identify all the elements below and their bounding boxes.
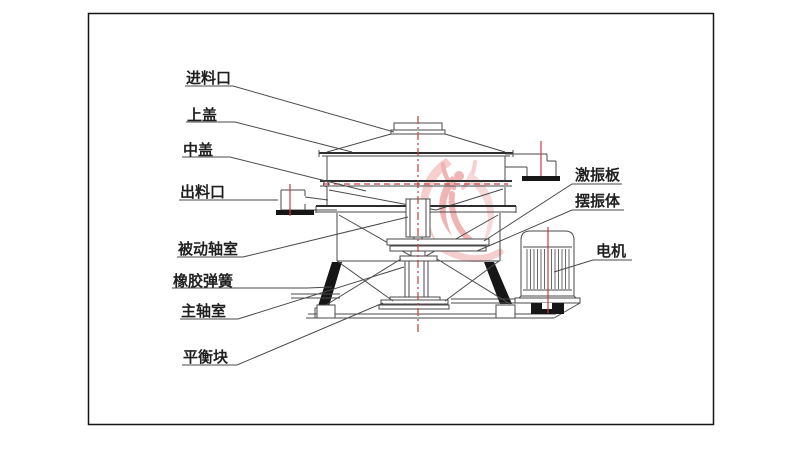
label-motor: 电机 <box>596 242 626 260</box>
leader-feed-inlet <box>185 85 395 133</box>
leader-middle-cover <box>182 156 367 192</box>
discharge-spout-right-part <box>505 141 560 181</box>
leader-lines <box>172 85 632 366</box>
label-feed-inlet: 进料口 <box>186 69 231 87</box>
leader-rubber-spring <box>172 286 333 289</box>
label-upper-cover: 上盖 <box>187 106 217 124</box>
label-rubber-spring: 橡胶弹簧 <box>173 272 233 290</box>
motor-part <box>514 227 581 314</box>
leader-motor <box>553 259 632 273</box>
leader-swing-vibrator <box>476 209 624 252</box>
base-part <box>306 302 581 319</box>
upper-cover-part <box>320 156 512 187</box>
label-balance-weight: 平衡块 <box>183 348 229 366</box>
excitation-plate-part <box>386 238 490 252</box>
label-discharge-outlet: 出料口 <box>180 183 225 201</box>
rubber-spring-left-part <box>318 262 342 306</box>
discharge-outlet-left-part <box>276 184 337 216</box>
label-main-shaft-chamber: 主轴室 <box>181 302 226 320</box>
leader-main-shaft-chamber <box>180 266 405 320</box>
main-shaft-chamber-part <box>404 260 429 298</box>
label-excitation-plate: 激振板 <box>575 166 621 184</box>
machine-drawing <box>276 116 581 332</box>
top-cover-part <box>318 133 514 157</box>
label-driven-shaft-chamber: 被动轴室 <box>178 240 238 258</box>
balance-weight-part <box>378 296 450 310</box>
label-middle-cover: 中盖 <box>183 141 213 159</box>
leader-balance-weight <box>182 302 384 366</box>
labels: 进料口 上盖 中盖 出料口 被动轴室 橡胶弹簧 主轴室 平衡块 激振板 摆振体 … <box>173 69 626 366</box>
rubber-spring-right-part <box>484 262 512 304</box>
leader-excitation-plate <box>483 183 622 242</box>
leader-upper-cover <box>186 121 353 153</box>
leader-driven-shaft-chamber <box>177 216 409 258</box>
label-swing-vibrator: 摆振体 <box>575 192 621 210</box>
